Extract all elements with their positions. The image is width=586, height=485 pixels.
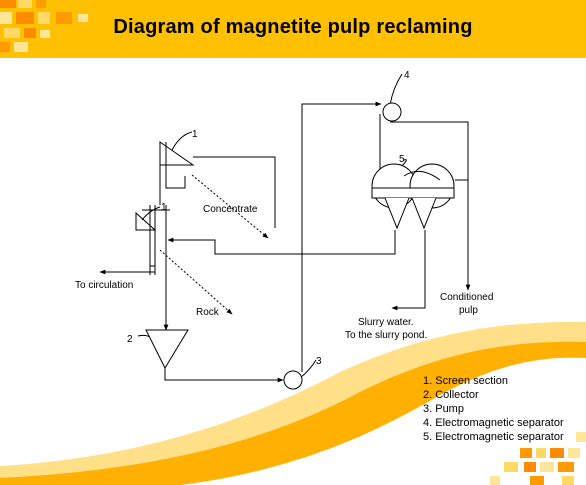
pump — [283, 370, 303, 390]
collector — [145, 329, 189, 370]
title-banner — [0, 0, 586, 58]
legend-item: 1. Screen section — [423, 375, 508, 387]
label-4: 4 — [404, 70, 410, 81]
legend-item: 3. Pump — [423, 403, 464, 415]
flow-lines — [99, 101, 471, 383]
label-3: 3 — [316, 356, 322, 367]
legend: 1. Screen section 2. Collector 3. Pump 4… — [423, 374, 564, 444]
legend-item: 4. Electromagnetic separator — [423, 417, 564, 429]
label-5: 5 — [399, 154, 405, 165]
label-conditioned-line1: Conditioned — [440, 292, 493, 303]
label-conditioned-line2: pulp — [459, 305, 478, 316]
label-rock: Rock — [196, 307, 220, 318]
label-circulation: To circulation — [75, 280, 133, 291]
screen-section-middle — [135, 205, 170, 330]
leader-lines — [137, 73, 407, 379]
label-2: 2 — [127, 334, 133, 345]
label-slurry-line2: To the slurry pond. — [345, 330, 427, 341]
separator-5 — [371, 163, 455, 230]
legend-item: 2. Collector — [423, 389, 479, 401]
screen-section-upper — [159, 141, 195, 205]
label-slurry-line1: Slurry water. — [358, 317, 414, 328]
decorative-tiles-top-left — [0, 0, 88, 52]
label-concentrate: Concentrate — [203, 204, 258, 215]
label-1-top: 1 — [192, 129, 198, 140]
separator-4 — [382, 102, 402, 122]
page-title: Diagram of magnetite pulp reclaming — [113, 16, 473, 38]
legend-item: 5. Electromagnetic separator — [423, 431, 564, 443]
label-1-mid: 1 — [161, 202, 167, 213]
